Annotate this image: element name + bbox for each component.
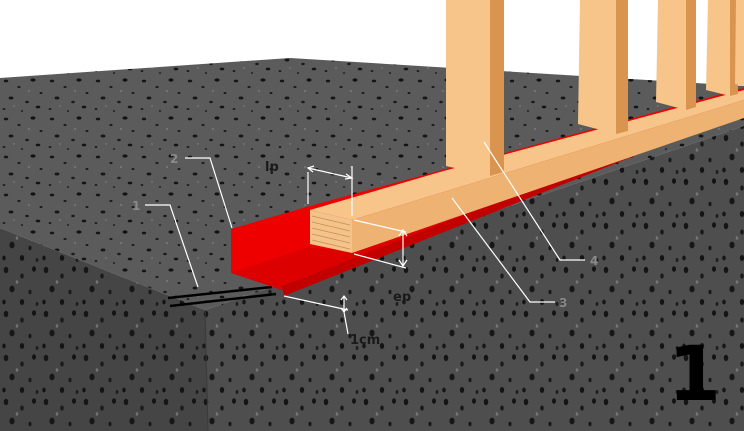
concrete-slab xyxy=(0,58,744,431)
gap-ext xyxy=(283,295,349,311)
lp-dimension xyxy=(307,167,353,179)
slab-edge xyxy=(204,309,209,431)
ep-ext-bottom xyxy=(353,253,407,269)
leader-lines xyxy=(145,141,585,335)
lp-arrow-right xyxy=(344,173,354,180)
leader-3 xyxy=(451,197,555,303)
stud xyxy=(578,0,628,134)
label-gap: 1cm xyxy=(350,333,380,348)
stud xyxy=(706,0,738,96)
gap-arrow-top xyxy=(340,295,348,301)
slab-top-texture xyxy=(0,58,744,310)
ep-arrow-bottom xyxy=(398,259,408,268)
ep-ext-top xyxy=(353,219,407,233)
stud xyxy=(446,0,504,176)
label-part-4: 4 xyxy=(590,254,598,268)
label-part-3: 3 xyxy=(559,296,567,310)
sole-plate-top xyxy=(310,90,744,220)
slab-left-texture xyxy=(0,228,208,431)
stud xyxy=(735,0,744,86)
labels: 1 2 3 4 lp ep 1cm 1 xyxy=(132,152,721,418)
sole-plate-front xyxy=(352,100,744,253)
sole-plate xyxy=(310,90,744,253)
label-part-2: 2 xyxy=(170,152,178,166)
label-lp: lp xyxy=(265,160,279,175)
leader-2 xyxy=(185,157,233,229)
sole-plate-grain xyxy=(311,215,351,250)
ep-arrow-top xyxy=(398,228,408,237)
gap-leader xyxy=(343,311,349,335)
label-ep: ep xyxy=(393,290,411,305)
membrane-upstand xyxy=(231,206,310,273)
joint-grooves xyxy=(167,285,277,308)
stud xyxy=(656,0,696,110)
slab-front-texture xyxy=(205,126,744,431)
leader-1 xyxy=(145,204,199,288)
step-number: 1 xyxy=(668,329,721,418)
leader-4 xyxy=(483,141,585,261)
lp-arrow-left xyxy=(306,165,315,173)
label-part-1: 1 xyxy=(132,199,140,213)
wall-studs xyxy=(446,0,744,176)
